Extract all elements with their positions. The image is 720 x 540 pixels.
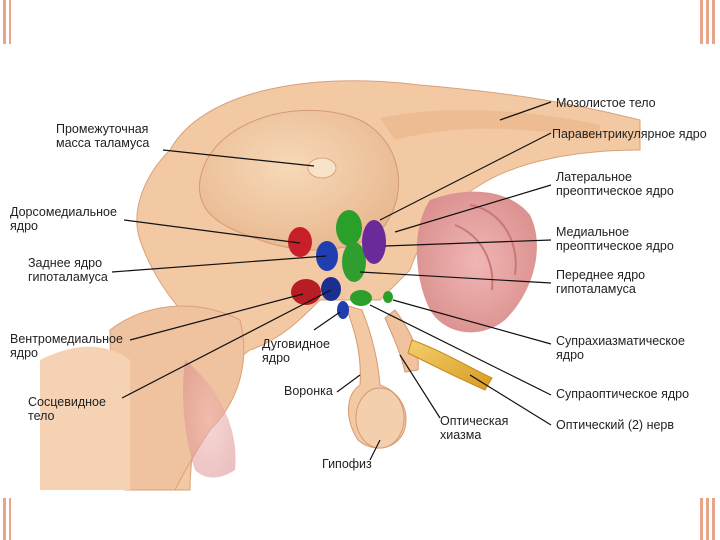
label-medial-preoptic: Медиальное преоптическое ядро — [556, 225, 674, 253]
corner-decoration-bottom-right — [700, 498, 715, 540]
label-pituitary: Гипофиз — [322, 457, 372, 471]
corner-decoration-top-left — [3, 0, 11, 44]
corner-decoration-bottom-left — [3, 498, 11, 540]
label-ventromedial: Вентромедиальное ядро — [10, 332, 123, 360]
dorsomedial-nucleus-shape — [288, 227, 312, 257]
label-suprachiasmatic: Супрахиазматическое ядро — [556, 334, 685, 362]
label-lateral-preoptic: Латеральное преоптическое ядро — [556, 170, 674, 198]
label-interthalamic-adhesion: Промежуточная масса таламуса — [56, 122, 150, 150]
label-dorsomedial: Дорсомедиальное ядро — [10, 205, 117, 233]
hypothalamic-nuclei — [288, 210, 393, 319]
label-paraventricular: Паравентрикулярное ядро — [552, 127, 707, 141]
label-infundibulum: Воронка — [284, 384, 333, 398]
mammillary-shape — [321, 277, 341, 301]
label-arcuate: Дуговидное ядро — [262, 337, 330, 365]
supraoptic-shape — [383, 291, 393, 303]
corner-decoration-top-right — [700, 0, 715, 44]
label-corpus-callosum: Мозолистое тело — [556, 96, 656, 110]
label-optic-nerve: Оптический (2) нерв — [556, 418, 675, 432]
anterior-nucleus-shape — [342, 242, 366, 282]
label-anterior-hypothalamic: Переднее ядро гипоталамуса — [556, 268, 646, 296]
medial-preoptic-shape — [362, 220, 386, 264]
arcuate-nucleus-shape — [337, 301, 349, 319]
label-optic-chiasm: Оптическая хиазма — [440, 414, 509, 442]
posterior-nucleus-shape — [316, 241, 338, 271]
label-supraoptic: Супраоптическое ядро — [556, 387, 690, 401]
ventromedial-nucleus-shape — [291, 279, 321, 305]
label-posterior-hypothalamic: Заднее ядро гипоталамуса — [28, 256, 108, 284]
label-mammillary: Сосцевидное тело — [28, 395, 106, 423]
lateral-preoptic-shape — [336, 210, 362, 246]
suprachiasmatic-shape — [350, 290, 372, 306]
leader-lines — [111, 101, 552, 461]
brain-tissue — [40, 80, 641, 491]
